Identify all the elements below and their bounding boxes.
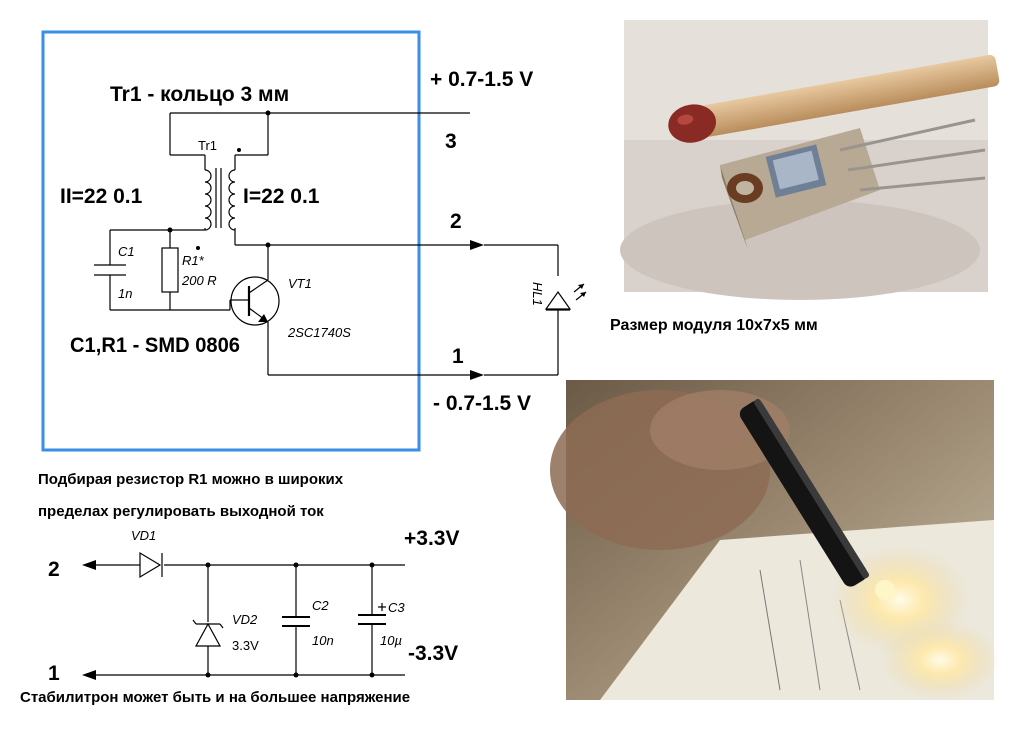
c3-value: 10µ xyxy=(380,633,402,648)
wire-output xyxy=(268,240,559,380)
minus-voltage-label: - 0.7-1.5 V xyxy=(433,392,531,415)
zener-vd2 xyxy=(192,565,224,675)
winding-primary-label: I=22 0.1 xyxy=(243,185,320,208)
c1-value: 1n xyxy=(118,286,132,301)
smd-note: C1,R1 - SMD 0806 xyxy=(70,334,240,357)
c2-value: 10n xyxy=(312,633,334,648)
transformer-title: Tr1 - кольцо 3 мм xyxy=(110,83,289,106)
r1-value: 200 R xyxy=(181,273,217,288)
capacitor-c3 xyxy=(358,565,386,675)
capacitor-c2 xyxy=(282,565,310,675)
plus-voltage-label: + 0.7-1.5 V xyxy=(430,68,533,91)
c3-label: C3 xyxy=(388,600,405,615)
transformer-label: Tr1 xyxy=(198,138,217,153)
vd2-value: 3.3V xyxy=(232,638,259,653)
led-hl1 xyxy=(544,283,587,311)
wire-supply-top xyxy=(169,112,470,156)
vd2-label: VD2 xyxy=(232,612,258,627)
transistor-model: 2SC1740S xyxy=(287,325,351,340)
vd1-label: VD1 xyxy=(131,528,156,543)
module-frame xyxy=(41,30,421,452)
c1-name: C1 xyxy=(118,244,135,259)
pin-3-label: 3 xyxy=(445,130,457,153)
resistor-r1 xyxy=(161,247,179,293)
flashlight-photo xyxy=(550,380,1000,700)
led-name: HL1 xyxy=(530,282,545,306)
bottom-pin-1-label: 1 xyxy=(48,662,60,685)
zener-note: Стабилитрон может быть и на большее напр… xyxy=(20,689,410,706)
pin-1-label: 1 xyxy=(452,345,464,368)
transistor-name: VT1 xyxy=(288,276,312,291)
junction-dot xyxy=(265,110,271,116)
c2-label: C2 xyxy=(312,598,329,613)
resistor-note-line2: пределах регулировать выходной ток xyxy=(38,503,324,520)
minus-3v3-label: -3.3V xyxy=(408,642,458,665)
pin-2-label: 2 xyxy=(450,210,462,233)
winding-secondary-label: II=22 0.1 xyxy=(60,185,143,208)
wire-bottom-ground xyxy=(82,670,405,680)
r1-name: R1* xyxy=(182,253,205,268)
plus-3v3-label: +3.3V xyxy=(404,527,459,550)
bottom-pin-2-label: 2 xyxy=(48,558,60,581)
module-size-caption: Размер модуля 10x7x5 мм xyxy=(610,317,818,334)
wire-base-network xyxy=(109,229,240,311)
capacitor-c1 xyxy=(94,264,126,276)
transistor-vt1 xyxy=(230,245,280,375)
resistor-note-line1: Подбирая резистор R1 можно в широких xyxy=(38,471,344,488)
junction-dot xyxy=(167,227,173,233)
module-photo xyxy=(620,20,1000,300)
wire-bottom-top xyxy=(82,560,405,570)
diode-vd1 xyxy=(130,551,163,579)
